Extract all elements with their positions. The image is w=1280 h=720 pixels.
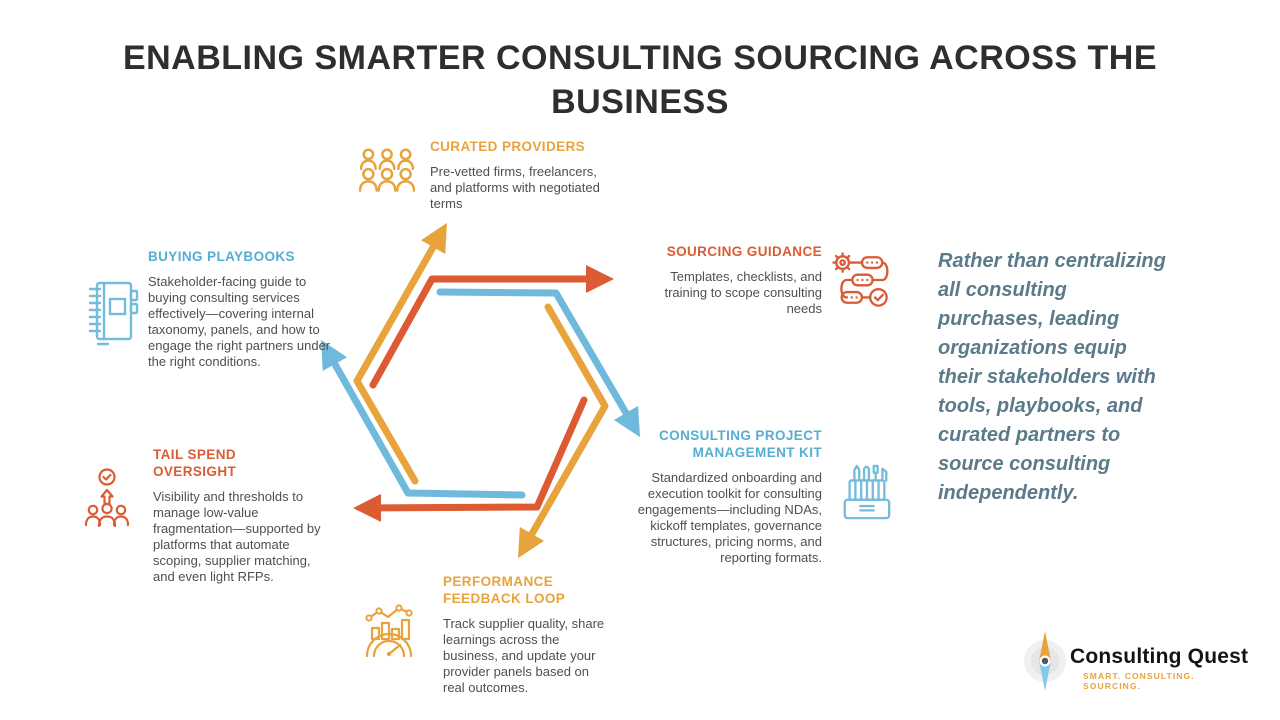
performance-feedback-loop-description: Track supplier quality, share learnings … <box>443 616 605 695</box>
performance-dashboard-icon <box>365 604 413 658</box>
node-tail-spend-oversight: TAIL SPEND OVERSIGHT Visibility and thre… <box>153 446 321 585</box>
tail-spend-oversight-description: Visibility and thresholds to manage low-… <box>153 489 321 584</box>
workflow-checklist-icon <box>832 252 889 307</box>
logo-name: Consulting Quest <box>1070 645 1249 668</box>
node-consulting-pm-kit: CONSULTING PROJECT MANAGEMENT KIT Standa… <box>632 427 822 566</box>
curated-providers-description: Pre-vetted firms, freelancers, and platf… <box>430 164 600 211</box>
arrow-amber-to-performance-loop <box>518 303 609 559</box>
compass-icon <box>1024 631 1066 691</box>
curated-providers-title: CURATED PROVIDERS <box>430 139 586 154</box>
toolbox-icon <box>843 464 891 520</box>
logo-tagline: SMART. CONSULTING. SOURCING. <box>1083 671 1195 691</box>
arrow-red-to-sourcing-guidance <box>369 265 614 389</box>
page-title: ENABLING SMARTER CONSULTING SOURCING ACR… <box>122 39 1158 121</box>
buying-playbooks-description: Stakeholder-facing guide to buying consu… <box>148 274 331 369</box>
consulting-pm-kit-title: CONSULTING PROJECT MANAGEMENT KIT <box>659 428 822 460</box>
arrow-amber-to-curated-providers <box>353 222 447 485</box>
people-group-icon <box>358 148 416 192</box>
consulting-quest-logo: Consulting Quest SMART. CONSULTING. SOUR… <box>1022 628 1252 694</box>
sourcing-guidance-title: SOURCING GUIDANCE <box>666 244 822 259</box>
node-curated-providers: CURATED PROVIDERS Pre-vetted firms, free… <box>430 138 602 212</box>
arrow-blue-to-pm-kit <box>436 288 641 438</box>
node-buying-playbooks: BUYING PLAYBOOKS Stakeholder-facing guid… <box>148 248 332 370</box>
summary-quote: Rather than centralizing all consulting … <box>938 250 1166 504</box>
buying-playbooks-title: BUYING PLAYBOOKS <box>148 249 295 264</box>
tail-spend-oversight-title: TAIL SPEND OVERSIGHT <box>153 447 237 479</box>
people-escalation-icon <box>84 468 130 528</box>
arrow-blue-to-buying-playbooks <box>321 339 526 499</box>
consulting-pm-kit-description: Standardized onboarding and execution to… <box>637 470 822 565</box>
performance-feedback-loop-title: PERFORMANCE FEEDBACK LOOP <box>443 574 566 606</box>
playbook-notebook-icon <box>88 281 139 346</box>
sourcing-guidance-description: Templates, checklists, and training to s… <box>664 269 822 316</box>
node-performance-feedback-loop: PERFORMANCE FEEDBACK LOOP Track supplier… <box>443 573 611 696</box>
node-sourcing-guidance: SOURCING GUIDANCE Templates, checklists,… <box>650 243 822 317</box>
arrow-red-to-tail-spend <box>353 396 588 522</box>
hexagon-cycle-arrows <box>321 222 641 559</box>
